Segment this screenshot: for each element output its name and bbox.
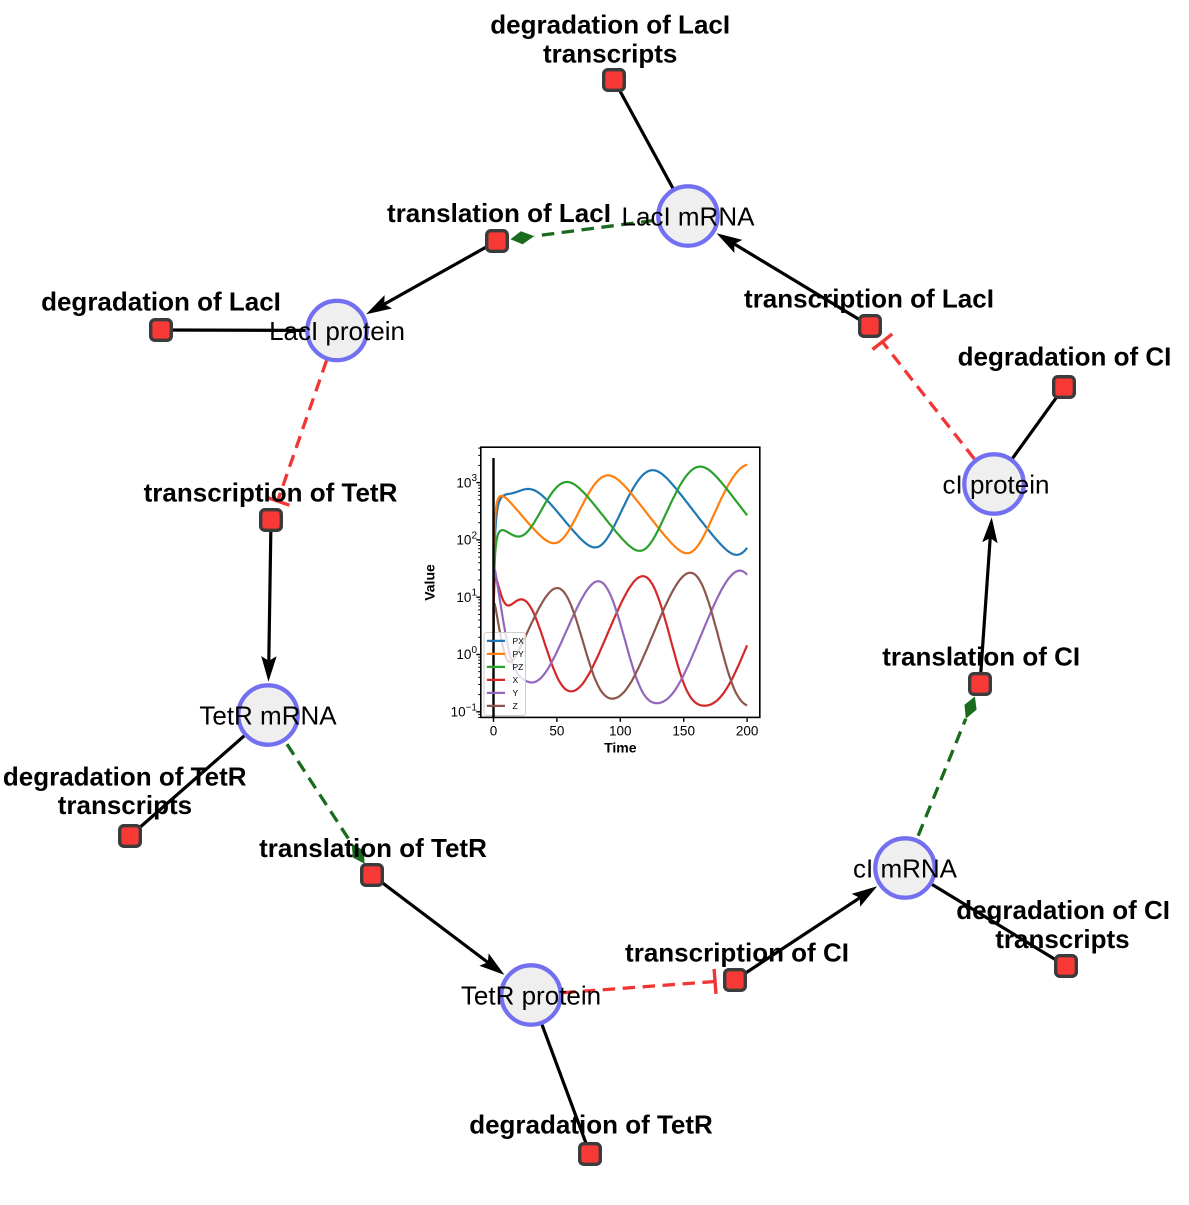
svg-text:TetR mRNA: TetR mRNA bbox=[199, 700, 337, 730]
svg-text:PX: PX bbox=[513, 636, 525, 646]
svg-text:50: 50 bbox=[549, 724, 564, 739]
svg-text:degradation of LacI: degradation of LacI bbox=[41, 286, 281, 316]
svg-text:Time: Time bbox=[604, 740, 637, 756]
svg-text:100: 100 bbox=[609, 724, 632, 739]
svg-text:degradation of TetR: degradation of TetR bbox=[469, 1110, 713, 1140]
svg-text:degradation of LacI: degradation of LacI bbox=[490, 10, 730, 40]
svg-text:cI mRNA: cI mRNA bbox=[853, 853, 958, 883]
svg-text:PY: PY bbox=[513, 649, 525, 659]
svg-text:cI protein: cI protein bbox=[943, 469, 1050, 499]
svg-text:150: 150 bbox=[672, 724, 695, 739]
svg-text:200: 200 bbox=[736, 724, 759, 739]
svg-text:transcripts: transcripts bbox=[995, 924, 1129, 954]
svg-text:transcription of TetR: transcription of TetR bbox=[144, 477, 398, 507]
svg-text:translation of CI: translation of CI bbox=[882, 642, 1080, 672]
svg-text:TetR protein: TetR protein bbox=[461, 980, 601, 1010]
svg-text:translation of TetR: translation of TetR bbox=[259, 833, 487, 863]
svg-text:PZ: PZ bbox=[513, 662, 524, 672]
svg-text:0: 0 bbox=[490, 724, 498, 739]
svg-text:transcripts: transcripts bbox=[58, 790, 192, 820]
svg-text:degradation of TetR: degradation of TetR bbox=[3, 761, 247, 791]
svg-text:Y: Y bbox=[513, 688, 519, 698]
svg-text:LacI mRNA: LacI mRNA bbox=[622, 201, 756, 231]
svg-text:transcription of CI: transcription of CI bbox=[625, 938, 849, 968]
svg-text:translation of LacI: translation of LacI bbox=[387, 198, 611, 228]
svg-text:degradation of CI: degradation of CI bbox=[956, 895, 1170, 925]
svg-text:X: X bbox=[513, 675, 519, 685]
svg-text:LacI protein: LacI protein bbox=[269, 316, 405, 346]
svg-text:Z: Z bbox=[513, 701, 518, 711]
svg-text:transcripts: transcripts bbox=[543, 38, 677, 68]
svg-text:transcription of LacI: transcription of LacI bbox=[744, 284, 994, 314]
svg-text:degradation of CI: degradation of CI bbox=[958, 342, 1172, 372]
svg-text:Value: Value bbox=[422, 564, 438, 601]
